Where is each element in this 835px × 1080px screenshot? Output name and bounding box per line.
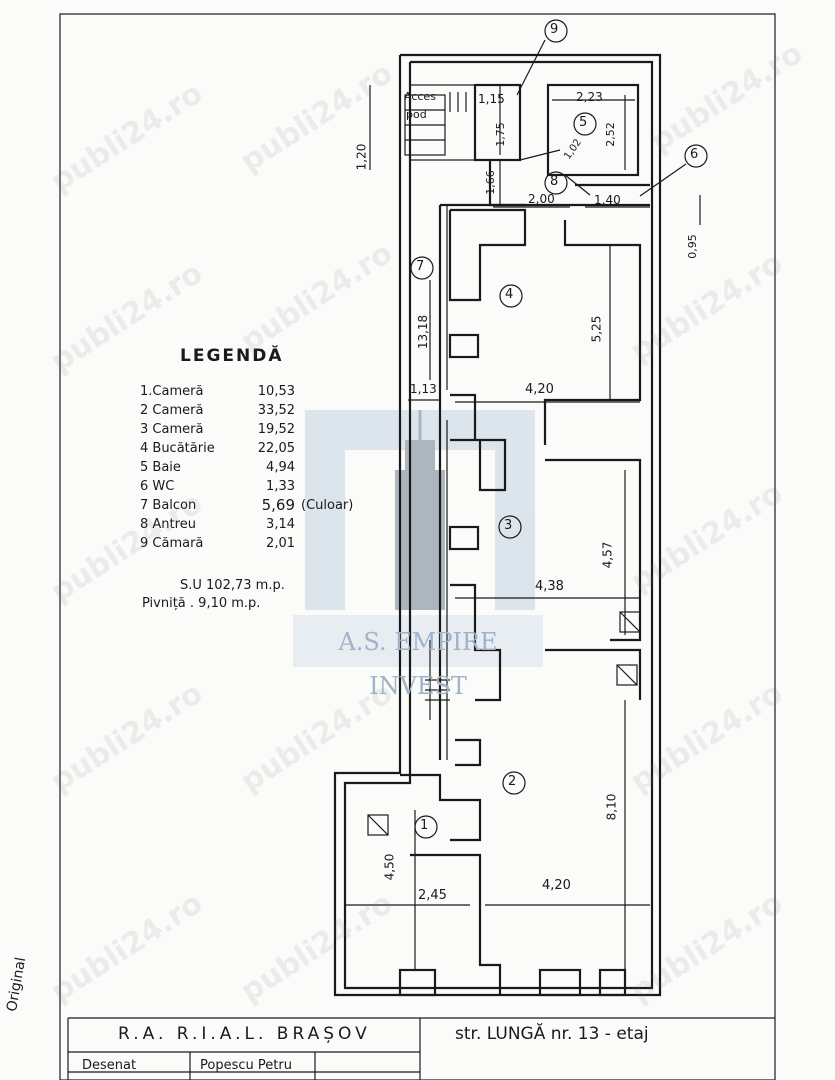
title-block-drawn-name: Popescu Petru <box>200 1058 292 1073</box>
dim-4-57: 4,57 <box>600 541 615 569</box>
room-2-label: 2 <box>508 774 517 789</box>
dimension-lines <box>345 85 701 985</box>
title-block-organization: R.A. R.I.A.L. BRAȘOV <box>118 1024 371 1044</box>
room-3-label: 3 <box>504 518 513 533</box>
attic-label: pod <box>406 108 427 121</box>
dim-2-00: 2,00 <box>528 192 555 206</box>
dim-4-20-a: 4,20 <box>525 382 554 397</box>
dim-1-15: 1,15 <box>478 92 505 106</box>
dim-1-20: 1,20 <box>354 143 369 171</box>
dim-4-38: 4,38 <box>535 579 564 594</box>
logo-building-icon <box>293 410 543 667</box>
room-7-label: 7 <box>416 259 425 274</box>
room-1-label: 1 <box>420 818 429 833</box>
room-9-label: 9 <box>550 22 559 37</box>
dim-4-20-b: 4,20 <box>542 878 571 893</box>
corridor-walls <box>438 205 448 760</box>
access-label: Acces <box>404 90 436 103</box>
dim-2-52: 2,52 <box>603 122 617 147</box>
room-5-label: 5 <box>579 115 588 130</box>
dim-4-50: 4,50 <box>382 853 397 881</box>
dim-1-13: 1,13 <box>410 382 437 396</box>
dim-2-23: 2,23 <box>576 90 603 104</box>
dim-0-95: 0,95 <box>685 234 699 259</box>
logo-text: A.S. EMPIRE INVEST <box>338 628 498 700</box>
room-number-markers <box>410 19 708 839</box>
dim-1-75: 1,75 <box>493 122 507 147</box>
room-8-label: 8 <box>550 174 559 189</box>
sheet-border <box>59 13 776 1080</box>
dim-13-18: 13,18 <box>416 314 431 350</box>
dim-1-40: 1,40 <box>594 193 621 207</box>
title-block-address: str. LUNGĂ nr. 13 - etaj <box>455 1024 649 1044</box>
usable-area: S.U 102,73 m.p. <box>180 578 285 593</box>
legend-title: LEGENDĂ <box>180 346 284 366</box>
dim-8-10: 8,10 <box>604 793 619 821</box>
dim-1-66: 1,66 <box>483 170 497 195</box>
room-4-label: 4 <box>505 287 514 302</box>
cellar-area: Pivniță . 9,10 m.p. <box>142 596 261 611</box>
room-6-label: 6 <box>690 147 699 162</box>
top-rooms <box>404 83 650 207</box>
dim-5-25: 5,25 <box>589 315 604 343</box>
interior-walls <box>367 208 642 997</box>
dim-2-45: 2,45 <box>418 888 447 903</box>
title-block-drawn-label: Desenat <box>82 1058 137 1073</box>
exterior-walls <box>333 53 662 997</box>
